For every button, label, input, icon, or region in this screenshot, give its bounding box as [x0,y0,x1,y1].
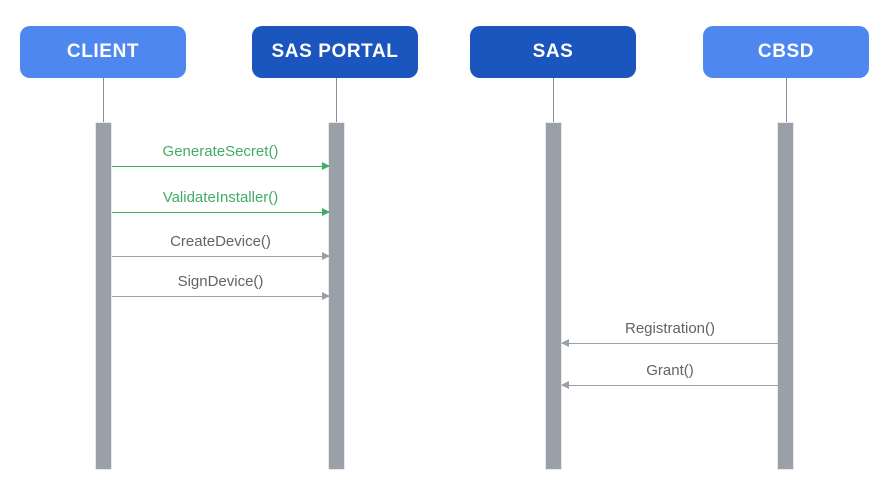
lifeline-sas [553,78,554,122]
lifeline-client [103,78,104,122]
actor-box-cbsd[interactable]: CBSD [703,26,869,78]
activation-bar-cbsd [777,122,794,470]
actor-label-cbsd: CBSD [757,41,815,62]
actor-box-sas-portal[interactable]: SAS PORTAL [252,26,418,78]
arrow-head-icon-grant [561,381,569,389]
actor-box-client[interactable]: CLIENT [20,26,186,78]
message-line-validate-installer [112,212,329,213]
arrow-head-icon-generate-secret [322,162,330,170]
arrow-head-icon-validate-installer [322,208,330,216]
actor-label-sas-portal: SAS PORTAL [271,41,399,62]
activation-bar-sas-portal [328,122,345,470]
message-label-grant: Grant() [646,362,694,379]
message-line-registration [562,343,778,344]
message-label-sign-device: SignDevice() [177,273,264,290]
actor-label-client: CLIENT [66,41,140,62]
message-label-create-device: CreateDevice() [170,233,271,250]
message-label-registration: Registration() [624,320,716,337]
lifeline-cbsd [786,78,787,122]
message-label-generate-secret: GenerateSecret() [162,143,279,160]
arrow-head-icon-registration [561,339,569,347]
message-line-grant [562,385,778,386]
actor-box-sas[interactable]: SAS [470,26,636,78]
actor-label-sas: SAS [532,41,574,62]
arrow-head-icon-create-device [322,252,330,260]
message-line-sign-device [112,296,329,297]
message-label-validate-installer: ValidateInstaller() [162,189,279,206]
message-line-generate-secret [112,166,329,167]
lifeline-sas-portal [336,78,337,122]
activation-bar-sas [545,122,562,470]
activation-bar-client [95,122,112,470]
arrow-head-icon-sign-device [322,292,330,300]
message-line-create-device [112,256,329,257]
